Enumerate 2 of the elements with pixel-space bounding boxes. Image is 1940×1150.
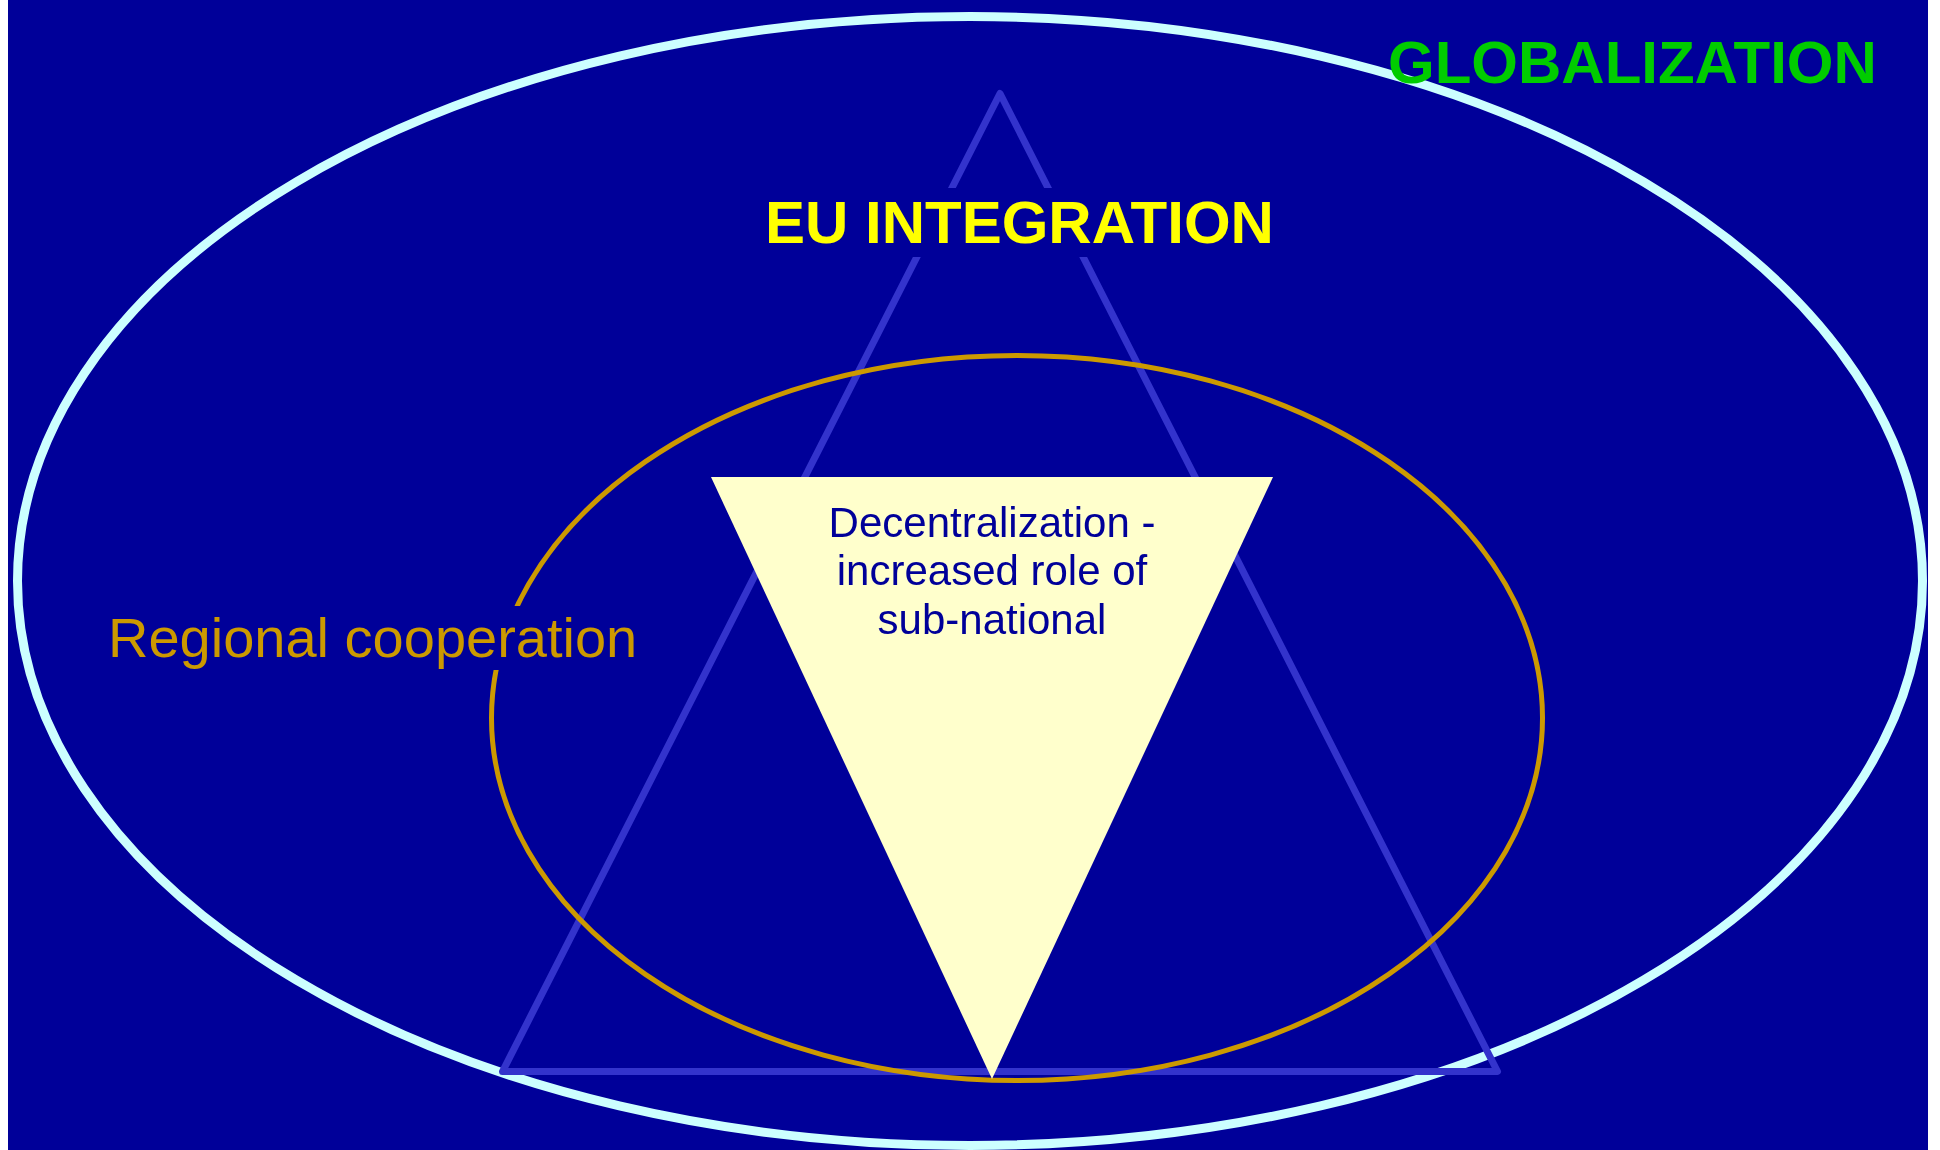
heading: GLOBALIZATION: [1388, 28, 1877, 97]
body-text: Decentralization - increased role of sub-national: [827, 499, 1157, 644]
